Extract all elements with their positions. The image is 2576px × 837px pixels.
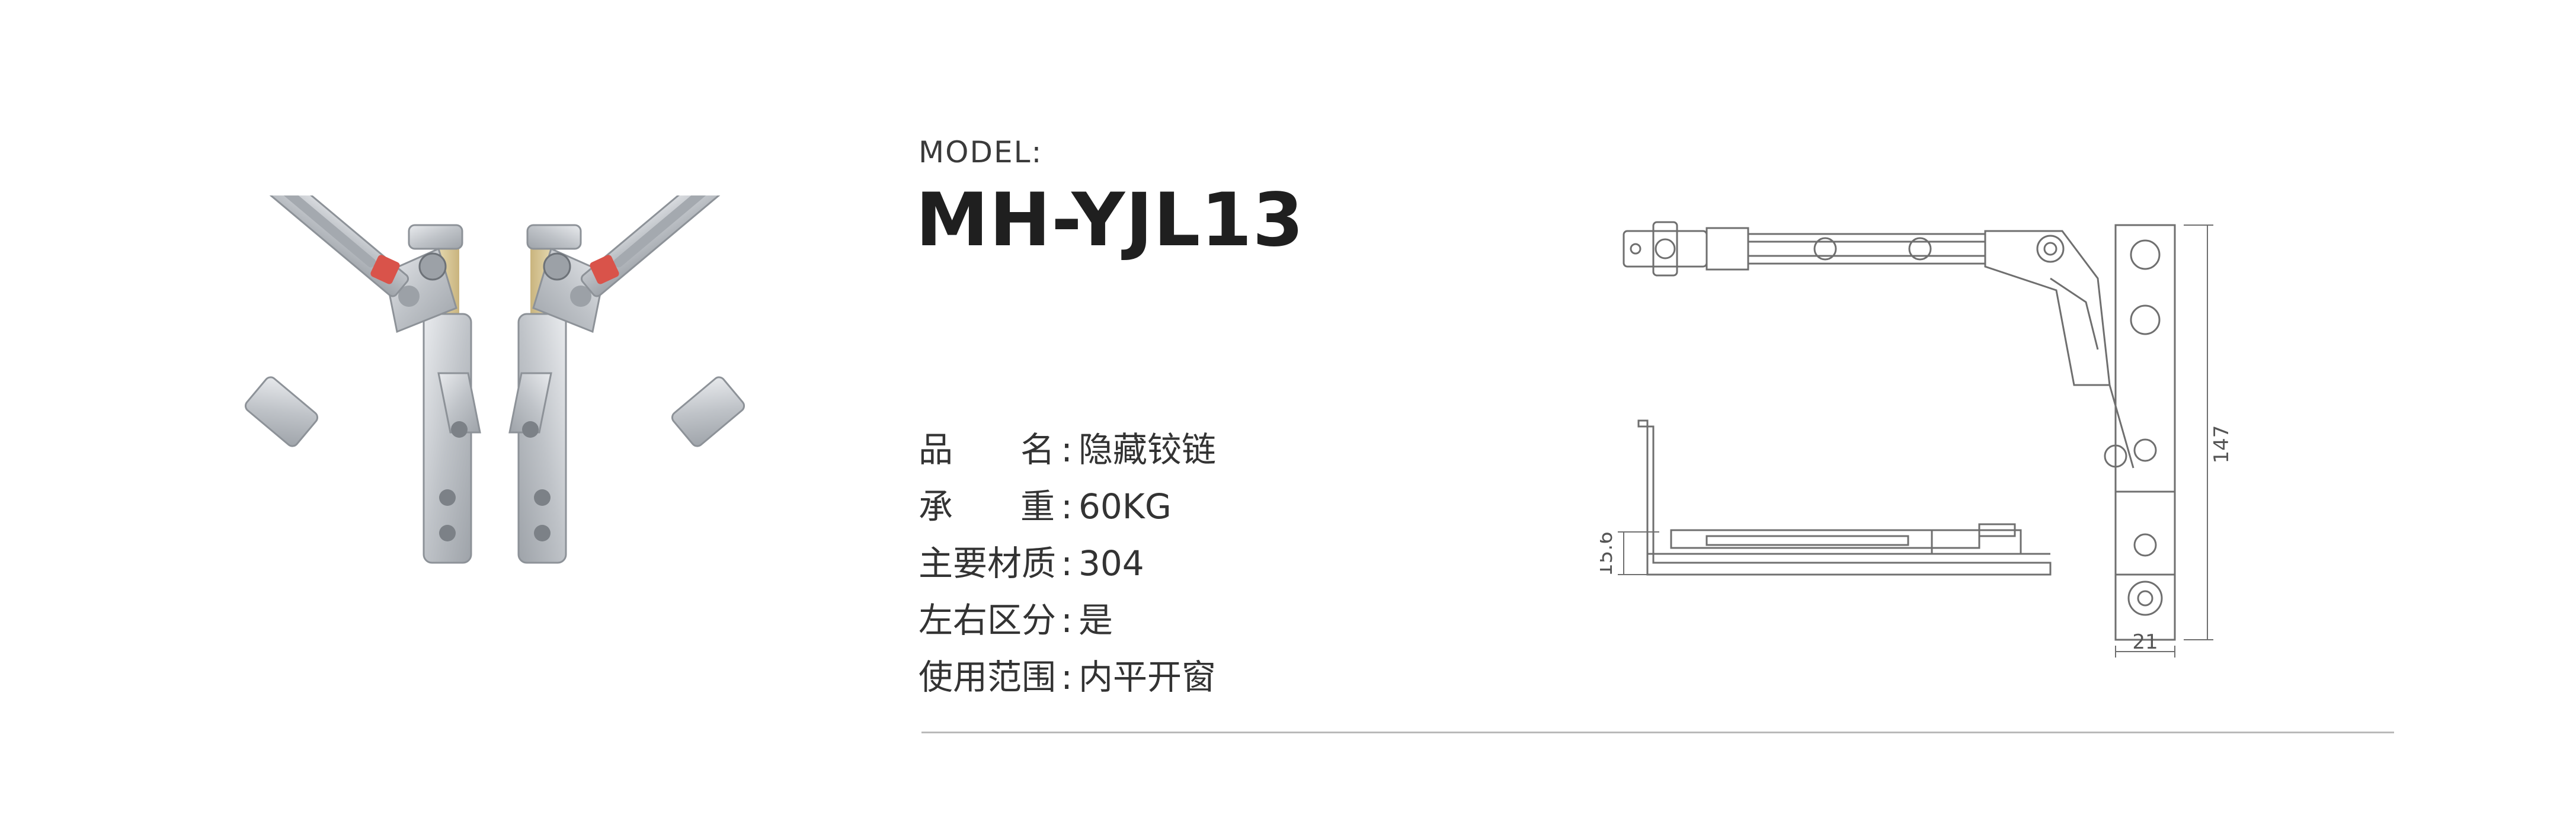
divider-line <box>921 732 2394 733</box>
spec-value: 是 <box>1079 600 1113 640</box>
spec-label: 使 用 范 围 <box>919 657 1057 697</box>
hinge-product-photo <box>239 195 750 564</box>
spec-label: 品 名 <box>919 429 1055 470</box>
spec-separator: : <box>1061 429 1073 470</box>
spec-value: 304 <box>1079 543 1144 583</box>
spec-row-handedness: 左 右 区 分 : 是 <box>919 592 1216 649</box>
spec-row-material: 主 要 材 质 : 304 <box>919 535 1216 592</box>
spec-list: 品 名 : 隐藏铰链 承 重 : 60KG 主 要 材 质 : 304 左 右 … <box>919 422 1216 706</box>
spec-label: 主 要 材 质 <box>919 543 1057 583</box>
side-view <box>1637 419 2052 576</box>
left-hinge <box>239 195 481 564</box>
spec-row-load: 承 重 : 60KG <box>919 479 1216 535</box>
spec-row-usage: 使 用 范 围 : 内平开窗 <box>919 649 1216 706</box>
spec-separator: : <box>1061 600 1073 640</box>
spec-value: 60KG <box>1079 486 1172 527</box>
vertical-plate <box>2104 224 2176 641</box>
spec-separator: : <box>1061 657 1073 697</box>
spec-label: 左 右 区 分 <box>919 600 1057 640</box>
right-hinge <box>508 195 750 564</box>
spec-separator: : <box>1061 543 1073 583</box>
model-code: MH-YJL13 <box>916 178 1304 263</box>
spec-row-name: 品 名 : 隐藏铰链 <box>919 422 1216 479</box>
technical-drawing: 147 21 15.6 <box>1600 221 2233 658</box>
model-label: MODEL: <box>919 135 1043 169</box>
spec-separator: : <box>1061 486 1073 527</box>
dimension-length-label: 147 <box>2210 425 2233 464</box>
dimension-width-label: 21 <box>2132 630 2158 654</box>
spec-value: 内平开窗 <box>1079 657 1217 697</box>
spec-label: 承 重 <box>919 486 1055 527</box>
dimension-thickness-label: 15.6 <box>1600 531 1617 576</box>
dimension-lines <box>1618 225 2213 658</box>
top-view <box>1623 221 2111 386</box>
spec-value: 隐藏铰链 <box>1079 429 1217 470</box>
